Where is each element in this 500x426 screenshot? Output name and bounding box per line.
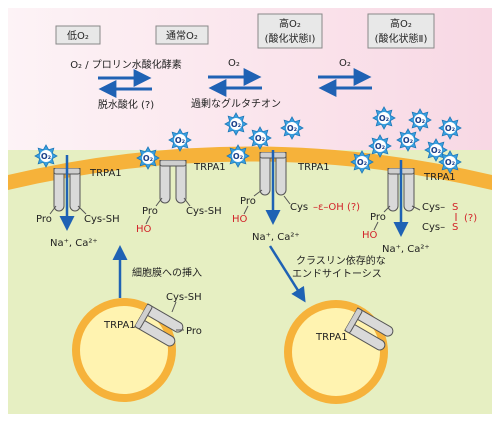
state-low-o2: 低O₂	[55, 25, 101, 45]
trpa1-label: TRPA1	[297, 162, 330, 173]
svg-text:O₂: O₂	[445, 158, 456, 167]
o2-star: O₂	[248, 126, 272, 150]
o2-star: O₂	[368, 134, 392, 158]
vesicle-cys-sh-label: Cys-SH	[166, 292, 202, 303]
endocytosis-line1: クラスリン依存的な	[296, 254, 386, 267]
o2-star: O₂	[438, 116, 462, 140]
pro-label: Pro	[36, 214, 52, 225]
vesicle-left: TRPA1 Cys-SH Pro	[72, 292, 202, 402]
vesicle-trpa1-label: TRPA1	[103, 320, 136, 331]
transition1-top: O₂ / プロリン水酸化酵素	[70, 58, 182, 71]
svg-text:O₂: O₂	[233, 152, 244, 161]
pro-label: Pro	[142, 206, 158, 217]
s-bottom-label: S	[452, 222, 458, 233]
ions-label: Na⁺, Ca²⁺	[50, 238, 98, 249]
trpa1-label: TRPA1	[193, 162, 226, 173]
insertion-label: 細胞膜への挿入	[132, 266, 202, 279]
state-high1-label: 高O₂	[279, 17, 301, 30]
pro-label: Pro	[370, 212, 386, 223]
svg-text:O₂: O₂	[255, 134, 266, 143]
question-label: (?)	[464, 213, 477, 224]
o2-star: O₂	[136, 146, 160, 170]
endocytosis-arrow	[268, 245, 306, 303]
trpa1-channel-4: TRPA1 Pro HO Cys– S Cys– S (?) Na⁺, Ca²⁺	[362, 160, 477, 255]
state-high2-label: 高O₂	[390, 17, 412, 30]
trpa1-channel-2: TRPA1 Pro HO Cys-SH	[136, 160, 226, 235]
svg-text:O₂: O₂	[431, 146, 442, 155]
o2-star: O₂	[372, 106, 396, 130]
svg-text:O₂: O₂	[143, 154, 154, 163]
s-top-label: S	[452, 202, 458, 213]
trpa1-channel-1: TRPA1 Pro Cys-SH Na⁺, Ca²⁺	[36, 155, 122, 249]
svg-text:O₂: O₂	[175, 136, 186, 145]
svg-text:O₂: O₂	[403, 136, 414, 145]
ions-label: Na⁺, Ca²⁺	[382, 244, 430, 255]
svg-text:O₂: O₂	[357, 158, 368, 167]
cys-sh-label: Cys-SH	[186, 206, 222, 217]
svg-text:O₂: O₂	[379, 114, 390, 123]
state-low-label: 低O₂	[67, 29, 89, 42]
ho-label: HO	[362, 230, 378, 241]
transition3-top: O₂	[339, 58, 351, 69]
o2-star: O₂	[396, 128, 420, 152]
svg-text:O₂: O₂	[445, 124, 456, 133]
o2-star: O₂	[280, 116, 304, 140]
o2-star: O₂	[350, 150, 374, 174]
state-normal-label: 通常O₂	[166, 29, 198, 42]
o2-star: O₂	[438, 150, 462, 174]
trpa1-label: TRPA1	[89, 168, 122, 179]
state-high-o2-1: 高O₂ (酸化状態Ⅰ)	[257, 13, 323, 49]
pro-label: Pro	[240, 196, 256, 207]
cys-top-label: Cys–	[422, 202, 445, 213]
trpa1-channel-3: TRPA1 Pro HO Cys –ε–OH (?) Na⁺, Ca²⁺	[232, 150, 360, 243]
ho-label: HO	[232, 214, 248, 225]
svg-text:O₂: O₂	[287, 124, 298, 133]
endocytosis-line2: エンドサイトーシス	[292, 268, 382, 280]
vesicle-pro-label: Pro	[186, 326, 202, 337]
svg-text:O₂: O₂	[415, 116, 426, 125]
o2-star: O₂	[424, 138, 448, 162]
transition2-bottom: 過剰なグルタチオン	[191, 97, 281, 110]
state-high2-sub: (酸化状態Ⅱ)	[375, 32, 428, 45]
cys-label: Cys	[290, 202, 308, 213]
cell-membrane	[8, 146, 492, 190]
vesicle-trpa1-label: TRPA1	[315, 332, 348, 343]
svg-text:O₂: O₂	[231, 120, 242, 129]
o2-star: O₂	[224, 112, 248, 136]
svg-text:O₂: O₂	[41, 152, 52, 161]
state-high-o2-2: 高O₂ (酸化状態Ⅱ)	[367, 13, 435, 49]
o2-star: O₂	[168, 128, 192, 152]
state-high1-sub: (酸化状態Ⅰ)	[265, 32, 316, 45]
transition2-top: O₂	[228, 58, 240, 69]
o2-star: O₂	[34, 144, 58, 168]
cys-bottom-label: Cys–	[422, 222, 445, 233]
epsilon-oh-label: –ε–OH (?)	[313, 202, 360, 213]
o2-star: O₂	[226, 144, 250, 168]
ions-label: Na⁺, Ca²⁺	[252, 232, 300, 243]
o2-star: O₂	[408, 108, 432, 132]
transition1-bottom: 脱水酸化 (?)	[98, 98, 154, 111]
trpa1-label: TRPA1	[423, 172, 456, 183]
vesicle-right: TRPA1	[284, 300, 396, 404]
ho-label: HO	[136, 224, 152, 235]
state-normal-o2: 通常O₂	[155, 25, 209, 45]
svg-text:O₂: O₂	[375, 142, 386, 151]
cys-sh-label: Cys-SH	[84, 214, 120, 225]
